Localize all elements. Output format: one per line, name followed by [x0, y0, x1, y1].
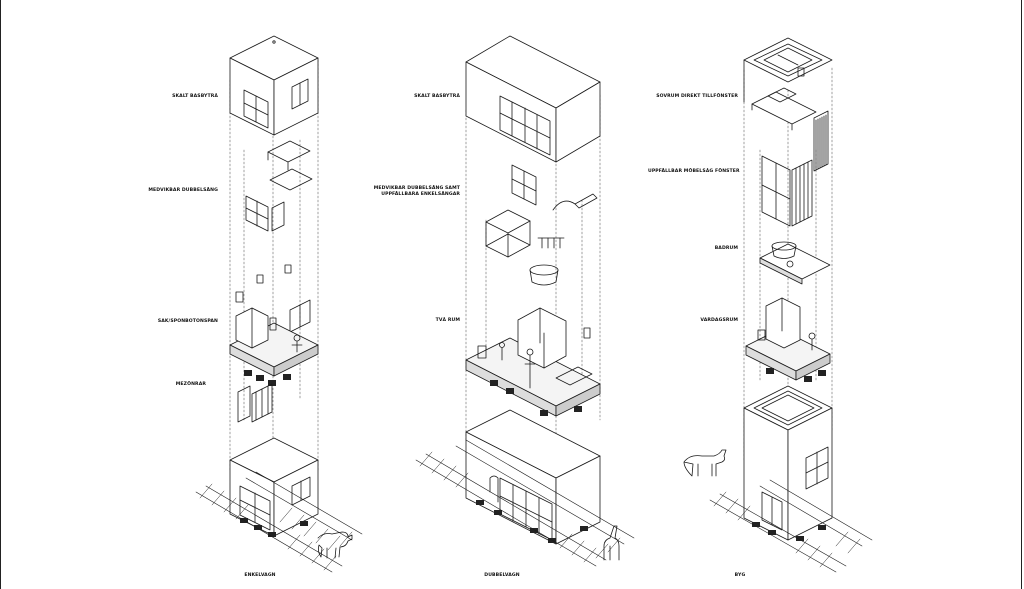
middle-label-1: SKALT BASBYTRÅ [414, 94, 460, 99]
right-living-level [746, 298, 830, 380]
left-label-3: SAK/SPONBOTONSPAN [157, 319, 218, 324]
left-tower [196, 36, 362, 572]
left-floor-platform [230, 308, 318, 376]
middle-caption: DUBBELVAGN [484, 573, 520, 578]
left-caption: ENKELVAGN [244, 573, 276, 578]
middle-base-wagon [466, 410, 600, 544]
middle-rails [416, 440, 634, 566]
right-tower [684, 38, 872, 572]
left-border-line [0, 0, 1, 589]
left-base-wagon [230, 438, 318, 537]
middle-tower [416, 36, 634, 566]
middle-label-2a: MEDVIKBAR DUBBELSÄNG SAMT [373, 186, 460, 191]
middle-label-2b: UPPFÄLLBARA ENKELSÄNGAR [381, 192, 460, 197]
right-base-wagon [744, 386, 832, 541]
left-cow-figure [318, 532, 352, 558]
left-roof-box [230, 36, 318, 135]
middle-label-3: TVÅ RUM [435, 318, 460, 323]
right-rails [710, 480, 872, 572]
right-label-2: UPPFÄLLBAR MÖBELSÅG FÖNSTER [648, 169, 740, 174]
middle-bathtub [530, 265, 558, 285]
right-caption: BYG [734, 573, 746, 578]
right-bathroom-level [760, 242, 830, 284]
right-label-3: BADRUM [714, 246, 738, 251]
left-label-4: MEZÖNRAR [175, 382, 206, 387]
right-label-1: SOVRUM DIREKT TILLFÖNSTER [656, 94, 738, 99]
right-border-line [1021, 0, 1022, 589]
middle-roof-box [466, 36, 600, 162]
right-label-4: VARDAGSRUM [700, 318, 738, 323]
middle-floor-platform [466, 308, 600, 416]
left-rails [196, 472, 362, 572]
left-label-2: MEDVIKBAR DUBBELSÄNG [148, 188, 218, 193]
left-label-1: SKALT BASBYTRÅ [172, 94, 218, 99]
right-cow-figure [684, 450, 726, 476]
